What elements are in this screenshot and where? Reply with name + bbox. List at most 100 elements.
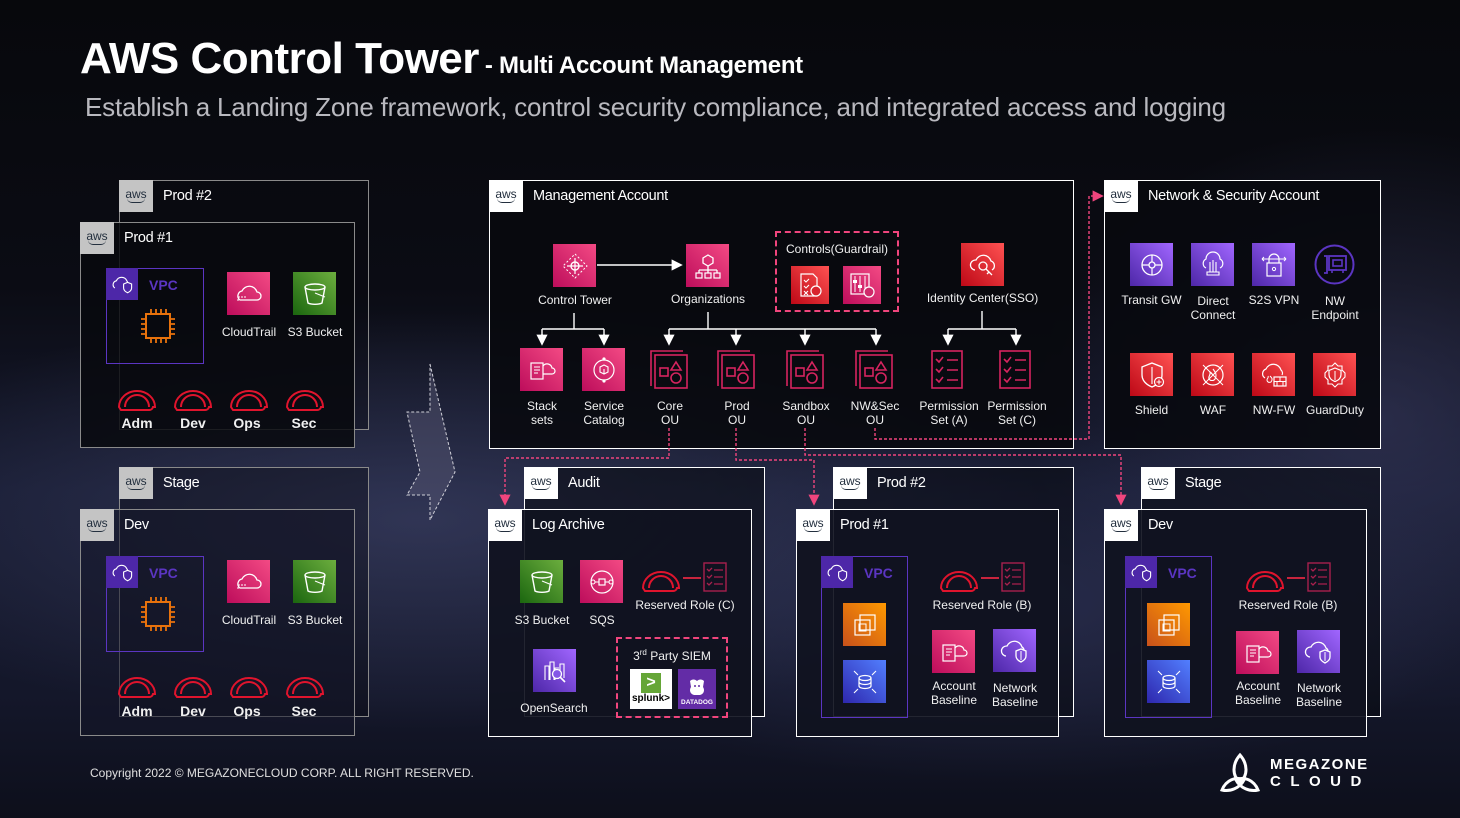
account-title: Log Archive [532, 517, 605, 533]
service-label: S3 Bucket [514, 613, 570, 627]
transit-gateway-icon [1130, 243, 1173, 286]
service-label: CloudTrail [221, 613, 277, 627]
reserved-role-label: Reserved Role (B) [932, 598, 1032, 612]
title-suffix: - Multi Account Management [484, 52, 803, 79]
waf-icon [1191, 353, 1234, 396]
vpc-label: VPC [149, 277, 178, 293]
vpc-container: VPC [1125, 556, 1212, 718]
page-subtitle: Establish a Landing Zone framework, cont… [85, 92, 1226, 122]
account-prod1: aws Prod #1 VPC Reserved Role (B) Accoun… [796, 509, 1059, 737]
role-label: Adm [121, 415, 153, 431]
megazone-cloud-logo: MEGAZONE CLOUD [1218, 752, 1371, 794]
role-connector [683, 577, 701, 579]
service-label: NW-FW [1252, 403, 1296, 417]
ec2-icon [843, 603, 886, 646]
role-connector [981, 577, 999, 579]
aws-logo-icon: aws [1104, 180, 1138, 212]
aws-logo-icon: aws [80, 509, 114, 541]
title-main: AWS Control Tower [80, 34, 479, 83]
vpc-container: VPC [821, 556, 908, 718]
control-tower-label: Control Tower [538, 293, 612, 307]
rds-icon [843, 660, 886, 703]
vpc-label: VPC [149, 565, 178, 581]
aws-logo-icon: aws [1141, 467, 1175, 499]
splunk-chevron-icon: > [641, 673, 661, 693]
logo-line1: MEGAZONE [1270, 756, 1369, 773]
aws-logo-icon: aws [1104, 509, 1138, 541]
datadog-logo: DATADOG [678, 669, 716, 709]
service-label: SQS [589, 613, 615, 627]
reserved-role-label: Reserved Role (C) [635, 598, 735, 612]
role-helmet-icon [173, 390, 213, 411]
permission-set-icon [931, 350, 963, 389]
organizations-label: Organizations [670, 292, 746, 306]
copyright: Copyright 2022 © MEGAZONECLOUD CORP. ALL… [90, 766, 474, 780]
service-label: Shield [1134, 403, 1169, 417]
role-label: Sec [291, 415, 317, 431]
aws-logo-icon: aws [796, 509, 830, 541]
vpc-label: VPC [1168, 565, 1197, 581]
aws-logo-icon: aws [119, 180, 153, 212]
rds-icon [1147, 660, 1190, 703]
ec2-instance-icon [141, 309, 175, 343]
opensearch-icon [533, 649, 576, 692]
management-account: aws Management Account Control Tower Org… [489, 180, 1074, 449]
account-title: Dev [1148, 517, 1173, 533]
ou-icon [786, 350, 824, 389]
ou-icon [717, 350, 755, 389]
control-tower-icon [553, 244, 596, 287]
page-title: AWS Control Tower- Multi Account Managem… [80, 34, 803, 84]
role-label: Adm [121, 703, 153, 719]
cloudtrail-icon [227, 560, 270, 603]
stacksets-icon [520, 348, 563, 391]
role-helmet-icon [285, 677, 325, 698]
account-prod1-before: aws Prod #1 VPC CloudTrail S3 Bucket Adm… [80, 222, 355, 448]
account-title: Stage [163, 475, 200, 491]
role-helmet-icon [117, 390, 157, 411]
service-label: WAF [1199, 403, 1227, 417]
vpc-container: VPC [106, 268, 204, 364]
role-helmet-icon [117, 677, 157, 698]
logo-line2: CLOUD [1270, 773, 1371, 790]
permission-set-icon [703, 562, 727, 592]
ec2-icon [1147, 603, 1190, 646]
permission-set-icon [1001, 562, 1025, 592]
account-title: Network & Security Account [1148, 188, 1320, 204]
sqs-icon [580, 560, 623, 603]
network-baseline-icon [1297, 630, 1340, 673]
account-title: Prod #2 [163, 188, 212, 204]
cloudtrail-icon [227, 272, 270, 315]
shield-icon [1130, 353, 1173, 396]
aws-logo-icon: aws [524, 467, 558, 499]
role-label: Dev [180, 703, 206, 719]
reserved-role-label: Reserved Role (B) [1238, 598, 1338, 612]
account-title: Audit [568, 475, 600, 491]
guardduty-icon [1313, 353, 1356, 396]
vpc-label: VPC [864, 565, 893, 581]
controls-guardrail-label: Controls(Guardrail) [785, 242, 889, 256]
identity-center-label: Identity Center(SSO) [926, 291, 1039, 305]
role-helmet-icon [173, 677, 213, 698]
vpc-icon [1125, 556, 1157, 588]
transition-arrow-icon [406, 363, 456, 520]
config-rules-icon [791, 266, 829, 304]
controls-guardrail-group: Controls(Guardrail) [775, 231, 899, 312]
organizations-icon [686, 244, 729, 287]
siem-label: 3rd Party SIEM [633, 648, 711, 663]
account-baseline-icon [932, 630, 975, 673]
account-title: Dev [124, 517, 149, 533]
ec2-instance-icon [141, 597, 175, 631]
account-log-archive: aws Log Archive S3 Bucket SQS Reserved R… [488, 509, 752, 737]
service-label: GuardDuty [1305, 403, 1365, 417]
vpc-icon [106, 268, 138, 300]
megazone-trinity-icon [1219, 752, 1261, 792]
